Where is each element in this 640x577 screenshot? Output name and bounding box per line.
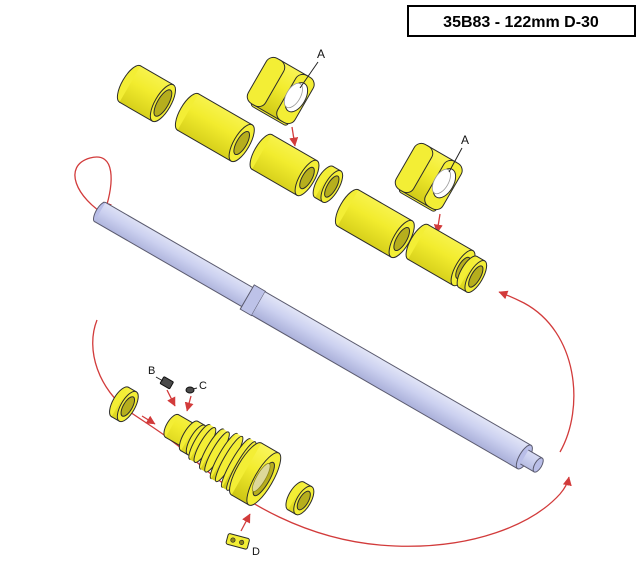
- lock-ring-2: [456, 255, 488, 293]
- label-c: C: [199, 380, 207, 392]
- label-b: B: [148, 365, 155, 377]
- callout-loop-breech: [74, 156, 112, 217]
- label-a-2: A: [461, 133, 469, 147]
- arrow-ring-to-brake: [141, 415, 156, 425]
- muzzle-ring-right: [285, 481, 315, 516]
- part-c-pin: [185, 386, 195, 394]
- barrel-muzzle-knob: [532, 457, 544, 473]
- callout-arc-right: [498, 290, 575, 453]
- muzzle-brake: [163, 413, 282, 506]
- diagram-title: 35B83 - 122mm D-30: [443, 14, 599, 31]
- label-d: D: [252, 546, 260, 558]
- part-d-clamp: [225, 533, 250, 550]
- muzzle-ring-left: [109, 386, 139, 423]
- sleeve-mid-2: [334, 188, 415, 259]
- sleeve-long: [174, 92, 255, 163]
- brake-front-ring: [229, 442, 282, 506]
- arrow-part-d: [240, 513, 251, 532]
- part-b-block: [159, 376, 174, 390]
- arrow-part-b: [166, 389, 176, 407]
- barrel: [93, 201, 544, 473]
- barrel-joint-band: [239, 284, 267, 317]
- lock-ring-1: [312, 165, 344, 203]
- sleeve-mid-1: [249, 133, 320, 197]
- label-a-1: A: [317, 47, 325, 61]
- trunnion-bracket-a-2: [394, 142, 463, 212]
- title-box: 35B83 - 122mm D-30: [407, 5, 636, 37]
- sleeve-short: [116, 64, 176, 123]
- arrow-bracket1-to-sleeve: [289, 126, 299, 147]
- arrow-part-c: [184, 395, 194, 412]
- leader-lines: [155, 61, 463, 390]
- trunnion-bracket-a-1: [246, 56, 315, 126]
